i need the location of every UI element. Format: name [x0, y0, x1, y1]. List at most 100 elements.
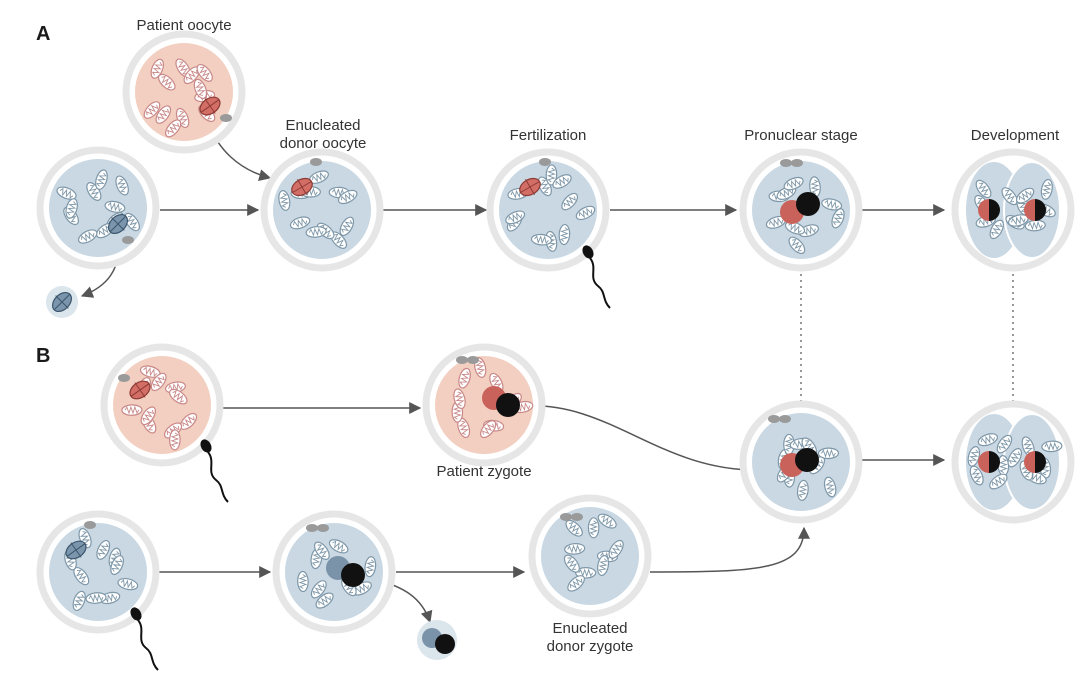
label-enucleated-donor-oocyte-line1: Enucleated — [285, 117, 360, 134]
spindle — [65, 540, 87, 560]
mitochondrion — [608, 539, 624, 559]
mitochondrion — [169, 429, 181, 451]
cell-development-a — [951, 148, 1075, 272]
label-enucleated-donor-zygote-line2: donor zygote — [547, 638, 634, 655]
mitochondrion — [458, 367, 471, 389]
polar-body — [317, 524, 329, 532]
polar-body — [780, 159, 792, 167]
cell-enucleated-donor-zygote — [528, 494, 652, 618]
mitochondrion — [784, 221, 806, 235]
cell-development-b — [951, 400, 1075, 524]
mitochondrion — [817, 447, 840, 460]
nucleus-maternal — [1024, 451, 1035, 473]
cell-pronuclear-stage — [739, 148, 863, 272]
mitochondrion — [823, 476, 837, 498]
mitochondrion — [124, 212, 140, 232]
mitochondrion — [193, 78, 208, 100]
mitochondrion — [315, 592, 334, 609]
sperm — [200, 439, 229, 503]
mitochondrion — [564, 543, 586, 555]
label-enucleated-donor-oocyte-line2: donor oocyte — [280, 135, 367, 152]
nucleus-paternal — [989, 451, 1000, 473]
mitochondrion — [545, 164, 558, 186]
label-development: Development — [971, 127, 1060, 144]
mitochondrion — [1040, 178, 1053, 200]
mitochondrion — [139, 365, 161, 378]
cytoplasm — [541, 507, 639, 605]
mitochondrion — [505, 210, 526, 225]
mitochondrion — [563, 554, 580, 573]
cell-reconstructed-zygote — [739, 400, 863, 524]
label-fertilization: Fertilization — [510, 127, 587, 144]
mitochondrion — [597, 513, 617, 529]
mitochondrion — [480, 420, 497, 439]
mitochondrion — [561, 192, 579, 211]
spindle — [291, 177, 313, 197]
spindle — [199, 96, 221, 116]
mitochondrion — [96, 539, 111, 560]
mitochondrion — [297, 570, 309, 593]
nucleus-maternal — [978, 451, 989, 473]
mitochondrion — [339, 216, 355, 237]
mitochondrion — [1007, 448, 1023, 468]
mitochondrion — [453, 388, 466, 410]
mitochondrion — [552, 174, 572, 189]
panel-label-b: B — [36, 345, 50, 367]
polar-body — [539, 158, 551, 166]
cell-donor-oocyte-b — [36, 510, 160, 671]
polar-body — [310, 158, 322, 166]
mitochondrion — [328, 539, 349, 554]
label-patient-zygote: Patient zygote — [436, 463, 531, 480]
mitochondrion — [305, 226, 327, 238]
mitochondrion — [969, 465, 984, 486]
mitochondrion — [530, 233, 553, 246]
mitochondrion — [975, 179, 992, 199]
mitochondrion — [337, 189, 358, 205]
mitochondrion — [831, 208, 845, 229]
arrow-pronuclear-transfer — [521, 404, 762, 477]
polar-body — [768, 415, 780, 423]
nucleus-paternal — [1035, 451, 1046, 473]
mitochondrion — [121, 404, 143, 416]
spindle — [51, 291, 73, 313]
mitochondrion — [809, 176, 821, 198]
sperm — [130, 607, 159, 671]
polar-body — [220, 114, 232, 122]
mitochondrion — [143, 101, 161, 119]
mitochondrion — [1041, 440, 1063, 453]
mitochondrion — [788, 236, 806, 255]
mitochondrion — [95, 169, 108, 190]
male-pronucleus — [496, 393, 520, 417]
cell-enucleated-donor-oocyte — [260, 148, 384, 272]
mitochondrion — [289, 216, 311, 230]
cell-donor-zygote — [272, 510, 396, 634]
mitochondrion — [72, 590, 86, 612]
polar-body — [571, 513, 583, 521]
mitochondrion — [989, 473, 1008, 490]
mitochondrion — [104, 200, 126, 213]
mitochondrion — [140, 406, 157, 426]
mitochondrion — [587, 517, 600, 539]
cytoplasm — [49, 523, 147, 621]
mitochondrion — [967, 446, 981, 467]
mitochondrion — [457, 417, 471, 439]
mitochondrion — [364, 556, 377, 578]
spindle — [519, 177, 541, 197]
nucleus-paternal — [989, 199, 1000, 221]
mitochondrion — [169, 388, 188, 405]
nucleus-maternal — [1024, 199, 1035, 221]
label-enucleated-donor-zygote-line1: Enucleated — [552, 620, 627, 637]
male-pronucleus — [435, 634, 455, 654]
mitochondrion — [989, 219, 1004, 240]
mitochondrion — [765, 215, 787, 229]
cell-fertilization — [486, 148, 611, 309]
mitochondrion — [278, 190, 291, 211]
mitochondrion — [155, 105, 172, 124]
removed-pronuclei — [417, 620, 457, 660]
polar-body — [306, 524, 318, 532]
label-pronuclear-stage: Pronuclear stage — [744, 127, 857, 144]
polar-body — [779, 415, 791, 423]
removed-spindle — [46, 286, 78, 318]
mitochondrion — [597, 555, 610, 577]
sperm — [582, 245, 611, 309]
